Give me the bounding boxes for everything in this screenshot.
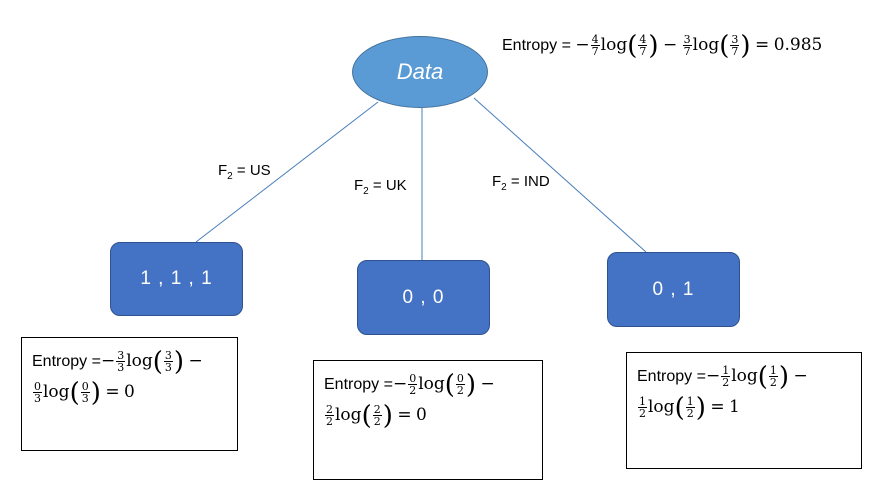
entropy-result: 0 (416, 405, 427, 425)
edge-line-us (195, 101, 379, 243)
edge-label-ind: F2 = IND (492, 173, 550, 193)
entropy-result: 1 (729, 397, 740, 417)
root-label: Data (396, 59, 444, 84)
root-entropy-result: 0.985 (773, 35, 823, 55)
leaf-node-uk: 0 , 0 (357, 260, 490, 335)
leaf-values: 1 , 1 , 1 (140, 268, 213, 289)
edge-label-us: F2 = US (218, 162, 271, 182)
entropy-result: 0 (124, 382, 135, 402)
edge-line-ind (473, 97, 647, 253)
leaf-values: 0 , 0 (402, 286, 445, 308)
leaf-node-ind: 0 , 1 (607, 252, 740, 327)
leaf-values: 0 , 1 (652, 278, 695, 300)
edge-label-uk: F2 = UK (354, 177, 407, 197)
root-node: Data (352, 36, 488, 108)
leaf-node-us: 1 , 1 , 1 (110, 242, 243, 316)
